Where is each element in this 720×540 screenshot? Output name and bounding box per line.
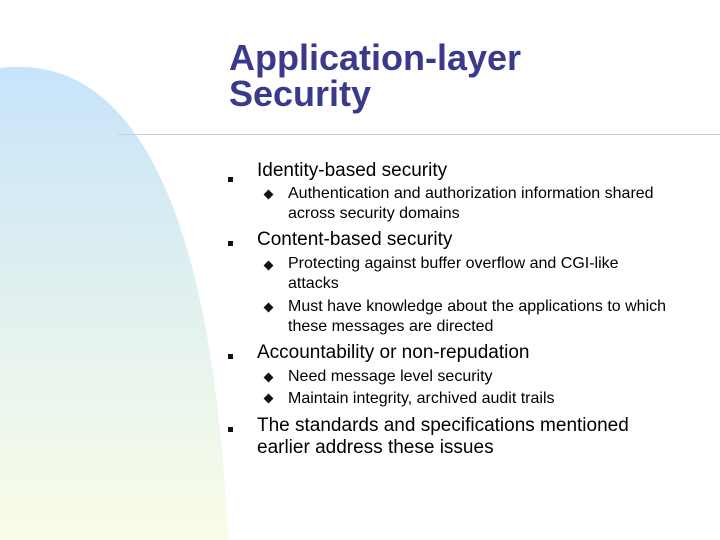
sub-bullet-3-1: Need message level security xyxy=(288,368,493,385)
diamond-bullet-icon xyxy=(263,189,274,200)
square-bullet-icon xyxy=(228,427,233,432)
square-bullet-icon xyxy=(228,177,233,182)
slide-title-line-2: Security xyxy=(229,73,372,114)
diamond-bullet-icon xyxy=(263,302,274,313)
bullet-item-4: The standards and specifications mention… xyxy=(257,415,629,458)
sub-bullet-1-1: Authentication and authorization informa… xyxy=(288,185,654,222)
square-bullet-icon xyxy=(228,241,233,246)
sub-bullet-3-2: Maintain integrity, archived audit trail… xyxy=(288,390,555,407)
sub-bullet-2-2: Must have knowledge about the applicatio… xyxy=(288,298,667,335)
diamond-bullet-icon xyxy=(263,393,274,404)
diamond-bullet-icon xyxy=(263,260,274,271)
square-bullet-icon xyxy=(228,354,233,359)
slide-title: Application-layer Security xyxy=(229,40,521,112)
diamond-bullet-icon xyxy=(263,372,274,383)
slide-title-line-1: Application-layer xyxy=(229,37,522,78)
sub-bullet-2-1: Protecting against buffer overflow and C… xyxy=(288,255,619,292)
bullet-item-2: Content-based security xyxy=(257,229,453,250)
bullet-item-3: Accountability or non-repudation xyxy=(257,342,530,363)
bullet-item-1: Identity-based security xyxy=(257,160,448,181)
title-divider xyxy=(118,134,720,135)
